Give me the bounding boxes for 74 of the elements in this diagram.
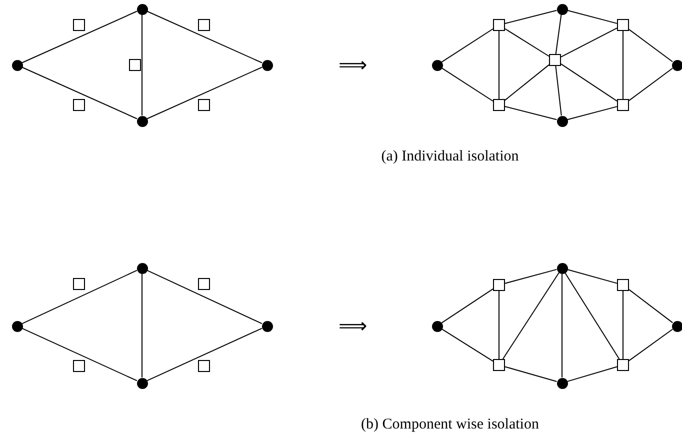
graph-edge bbox=[146, 270, 262, 324]
square-marker bbox=[617, 99, 629, 111]
vertex-dot bbox=[432, 320, 442, 332]
square-marker bbox=[129, 59, 141, 71]
vertex-dot bbox=[432, 60, 442, 70]
graph-edge bbox=[504, 366, 558, 382]
vertex-dot bbox=[672, 320, 682, 332]
graph-edge bbox=[502, 272, 560, 360]
vertex-dot bbox=[12, 320, 22, 332]
graph-edge bbox=[22, 10, 138, 64]
graph-edge bbox=[566, 366, 618, 382]
graph-edge bbox=[560, 28, 618, 58]
graph-edge bbox=[441, 67, 494, 102]
square-marker bbox=[73, 19, 85, 31]
vertex-dot bbox=[262, 320, 272, 332]
vertex-dot bbox=[136, 116, 148, 126]
graph-edge bbox=[146, 328, 262, 382]
graph-edge bbox=[628, 68, 674, 102]
graph-edge bbox=[504, 64, 550, 101]
square-marker bbox=[198, 360, 210, 372]
square-marker bbox=[198, 278, 210, 290]
square-marker bbox=[493, 279, 505, 291]
vertex-dot bbox=[556, 378, 568, 388]
graph-edge bbox=[622, 30, 624, 100]
vertex-dot bbox=[136, 378, 148, 388]
caption: (b) Component wise isolation bbox=[361, 416, 539, 434]
square-marker bbox=[198, 99, 210, 111]
vertex-dot bbox=[556, 116, 568, 126]
square-marker bbox=[73, 278, 85, 290]
graph-edge bbox=[560, 63, 618, 102]
graph-edge bbox=[504, 106, 558, 120]
vertex-dot bbox=[556, 262, 568, 274]
graph-edge bbox=[566, 268, 618, 284]
graph-edge bbox=[566, 106, 618, 120]
graph-edge bbox=[22, 66, 138, 120]
vertex-dot bbox=[12, 60, 22, 70]
graph-edge bbox=[555, 14, 562, 54]
graph-edge bbox=[441, 328, 494, 362]
caption: (a) Individual isolation bbox=[381, 148, 519, 166]
graph-edge bbox=[146, 66, 262, 120]
implies-symbol: ⟹ bbox=[338, 314, 368, 338]
graph-edge bbox=[504, 28, 550, 57]
graph-edge bbox=[622, 290, 624, 360]
square-marker bbox=[617, 279, 629, 291]
square-marker bbox=[617, 19, 629, 31]
graph-edge bbox=[504, 268, 558, 284]
vertex-dot bbox=[556, 4, 568, 14]
graph-edge bbox=[22, 270, 138, 324]
square-marker bbox=[493, 359, 505, 371]
vertex-dot bbox=[136, 262, 148, 274]
graph-edge bbox=[441, 28, 494, 63]
square-marker bbox=[73, 360, 85, 372]
vertex-dot bbox=[262, 60, 272, 70]
graph-edge bbox=[628, 28, 674, 62]
graph-edge bbox=[628, 328, 674, 362]
vertex-dot bbox=[136, 4, 148, 14]
graph-edge bbox=[22, 328, 138, 382]
square-marker bbox=[493, 19, 505, 31]
graph-edge bbox=[498, 30, 500, 100]
graph-edge bbox=[504, 10, 558, 24]
square-marker bbox=[493, 99, 505, 111]
graph-edge bbox=[566, 10, 618, 24]
square-marker bbox=[549, 54, 561, 66]
graph-edge bbox=[564, 272, 620, 360]
square-marker bbox=[198, 19, 210, 31]
square-marker bbox=[73, 99, 85, 111]
square-marker bbox=[617, 359, 629, 371]
vertex-dot bbox=[672, 60, 682, 70]
graph-edge bbox=[628, 289, 674, 324]
implies-symbol: ⟹ bbox=[338, 54, 368, 78]
graph-edge bbox=[441, 288, 494, 324]
graph-edge bbox=[555, 66, 562, 116]
graph-edge bbox=[498, 290, 500, 360]
graph-edge bbox=[146, 10, 262, 64]
